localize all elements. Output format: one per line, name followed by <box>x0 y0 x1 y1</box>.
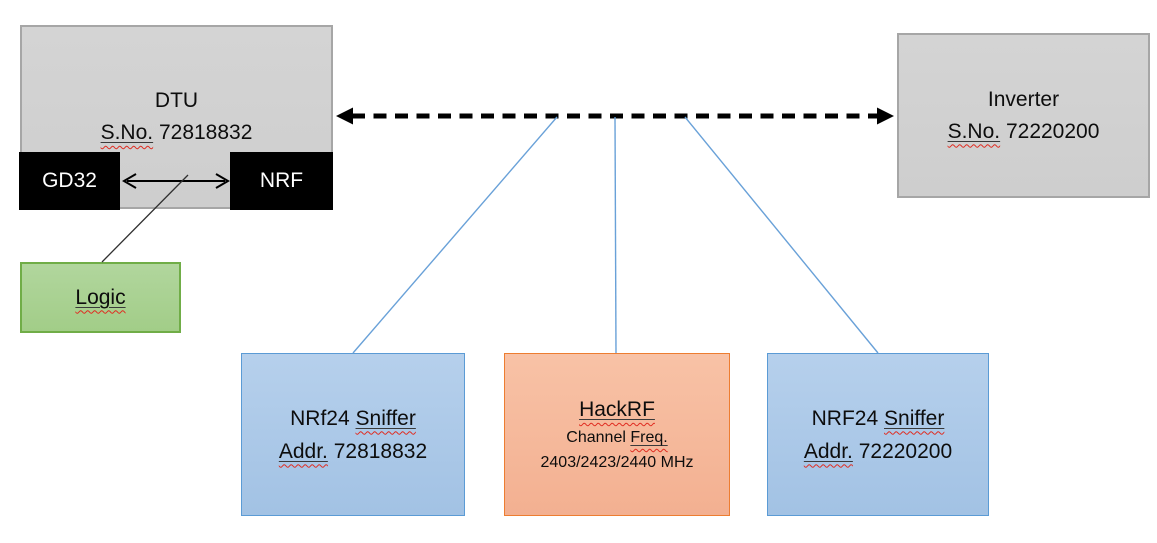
inverter-serial-label: S.No. <box>947 119 1001 143</box>
sniffer-right-name-line: NRF24 Sniffer <box>768 402 988 435</box>
sniffer-left-box: NRf24 Sniffer Addr. 72818832 <box>241 353 465 516</box>
logic-box: Logic <box>20 262 181 333</box>
hackrf-title-line: HackRF <box>505 394 729 425</box>
dtu-serial-number: 72818832 <box>158 121 253 144</box>
hackrf-frequencies: 2403/2423/2440 MHz <box>540 454 694 471</box>
sniffer-left-addr-number: 72818832 <box>333 439 428 463</box>
dtu-serial-label: S.No. <box>100 121 154 144</box>
sniffer-left-name2: Sniffer <box>355 406 416 430</box>
sniffer-right-addr-label: Addr. <box>803 439 853 463</box>
hackrf-title: HackRF <box>579 398 655 421</box>
logic-label-wrap: Logic <box>75 286 125 310</box>
sniffer-right-name2: Sniffer <box>884 406 945 430</box>
sniffer-right-box: NRF24 Sniffer Addr. 72220200 <box>767 353 989 516</box>
nrf-chip: NRF <box>230 152 333 210</box>
inverter-serial-line: S.No. 72220200 <box>899 116 1148 148</box>
dtu-title: DTU <box>154 89 199 112</box>
dashed-link-arrowhead-left <box>336 107 353 125</box>
inverter-title: Inverter <box>987 87 1060 111</box>
gd32-chip-label: GD32 <box>42 169 97 192</box>
hackrf-freq-word: Freq. <box>630 429 668 446</box>
sniffer-right-name: NRF24 <box>811 406 879 430</box>
dtu-serial-line: S.No. 72818832 <box>22 117 331 149</box>
hackrf-box: HackRF Channel Freq. 2403/2423/2440 MHz <box>504 353 730 516</box>
sniffer-left-addr-label: Addr. <box>278 439 328 463</box>
hackrf-channel-line: Channel Freq. <box>505 425 729 450</box>
gd32-chip: GD32 <box>19 152 120 210</box>
dashed-link-arrowhead-right <box>877 107 894 125</box>
tap-line-sniffer-left <box>352 116 558 354</box>
inverter-serial-number: 72220200 <box>1005 119 1100 143</box>
inverter-box: Inverter S.No. 72220200 <box>897 33 1150 198</box>
tap-line-hackrf <box>614 116 617 354</box>
sniffer-left-addr-line: Addr. 72818832 <box>242 435 464 468</box>
logic-label: Logic <box>75 285 126 309</box>
sniffer-left-name: NRf24 <box>290 406 350 430</box>
sniffer-left-name-line: NRf24 Sniffer <box>242 402 464 435</box>
sniffer-right-addr-number: 72220200 <box>858 439 953 463</box>
sniffer-right-addr-line: Addr. 72220200 <box>768 435 988 468</box>
nrf-chip-label: NRF <box>259 169 304 192</box>
hackrf-channel-word: Channel <box>566 429 626 446</box>
tap-line-sniffer-right <box>684 116 879 354</box>
